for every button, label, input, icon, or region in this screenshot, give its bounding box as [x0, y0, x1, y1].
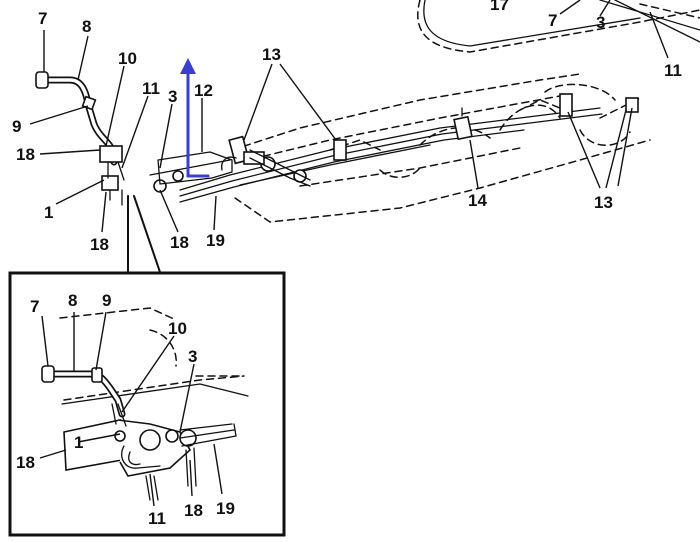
label-top-18a: 18: [16, 145, 35, 164]
label-top-18b: 18: [90, 235, 109, 254]
labels: 7 8 9 10 11 3 12 13 18 1 18 18 19 14 13 …: [12, 0, 682, 528]
label-top-3: 3: [168, 87, 177, 106]
part-14-clip: [453, 107, 479, 189]
label-corner-3: 3: [596, 13, 605, 32]
top-left-tubes: [29, 30, 217, 233]
label-corner-11: 11: [664, 61, 682, 80]
callout-lines: [127, 195, 163, 279]
corner-assembly: [417, 0, 700, 59]
fitting-cluster: [153, 149, 311, 193]
label-corner-17: 17: [490, 0, 509, 14]
label-inset-9: 9: [102, 291, 111, 310]
part-13-clips: [228, 63, 639, 189]
label-inset-19: 19: [216, 499, 235, 518]
label-top-13: 13: [262, 45, 281, 64]
label-top-19: 19: [206, 231, 225, 250]
label-top-12: 12: [194, 81, 213, 100]
label-inset-7: 7: [30, 297, 39, 316]
label-top-11: 11: [142, 79, 160, 98]
label-top-7: 7: [38, 9, 47, 28]
label-top-9: 9: [12, 117, 21, 136]
part-12-bracket: [157, 98, 233, 185]
label-inset-8: 8: [68, 291, 77, 310]
label-inset-10: 10: [168, 319, 187, 338]
fuel-lines: [149, 107, 603, 203]
label-top-18c: 18: [170, 233, 189, 252]
label-top-10: 10: [118, 49, 137, 68]
label-corner-7: 7: [548, 11, 557, 30]
detail-inset: [8, 271, 286, 537]
label-top-14: 14: [468, 191, 487, 210]
label-inset-3: 3: [188, 347, 197, 366]
label-top-13b: 13: [594, 193, 613, 212]
frame-rail: [231, 73, 651, 223]
label-top-1: 1: [44, 203, 53, 222]
label-inset-18a: 18: [16, 453, 35, 472]
direction-arrow: [180, 58, 210, 178]
label-inset-1: 1: [74, 433, 83, 452]
label-inset-18b: 18: [184, 501, 203, 520]
label-top-8: 8: [82, 17, 91, 36]
label-inset-11: 11: [148, 509, 166, 528]
